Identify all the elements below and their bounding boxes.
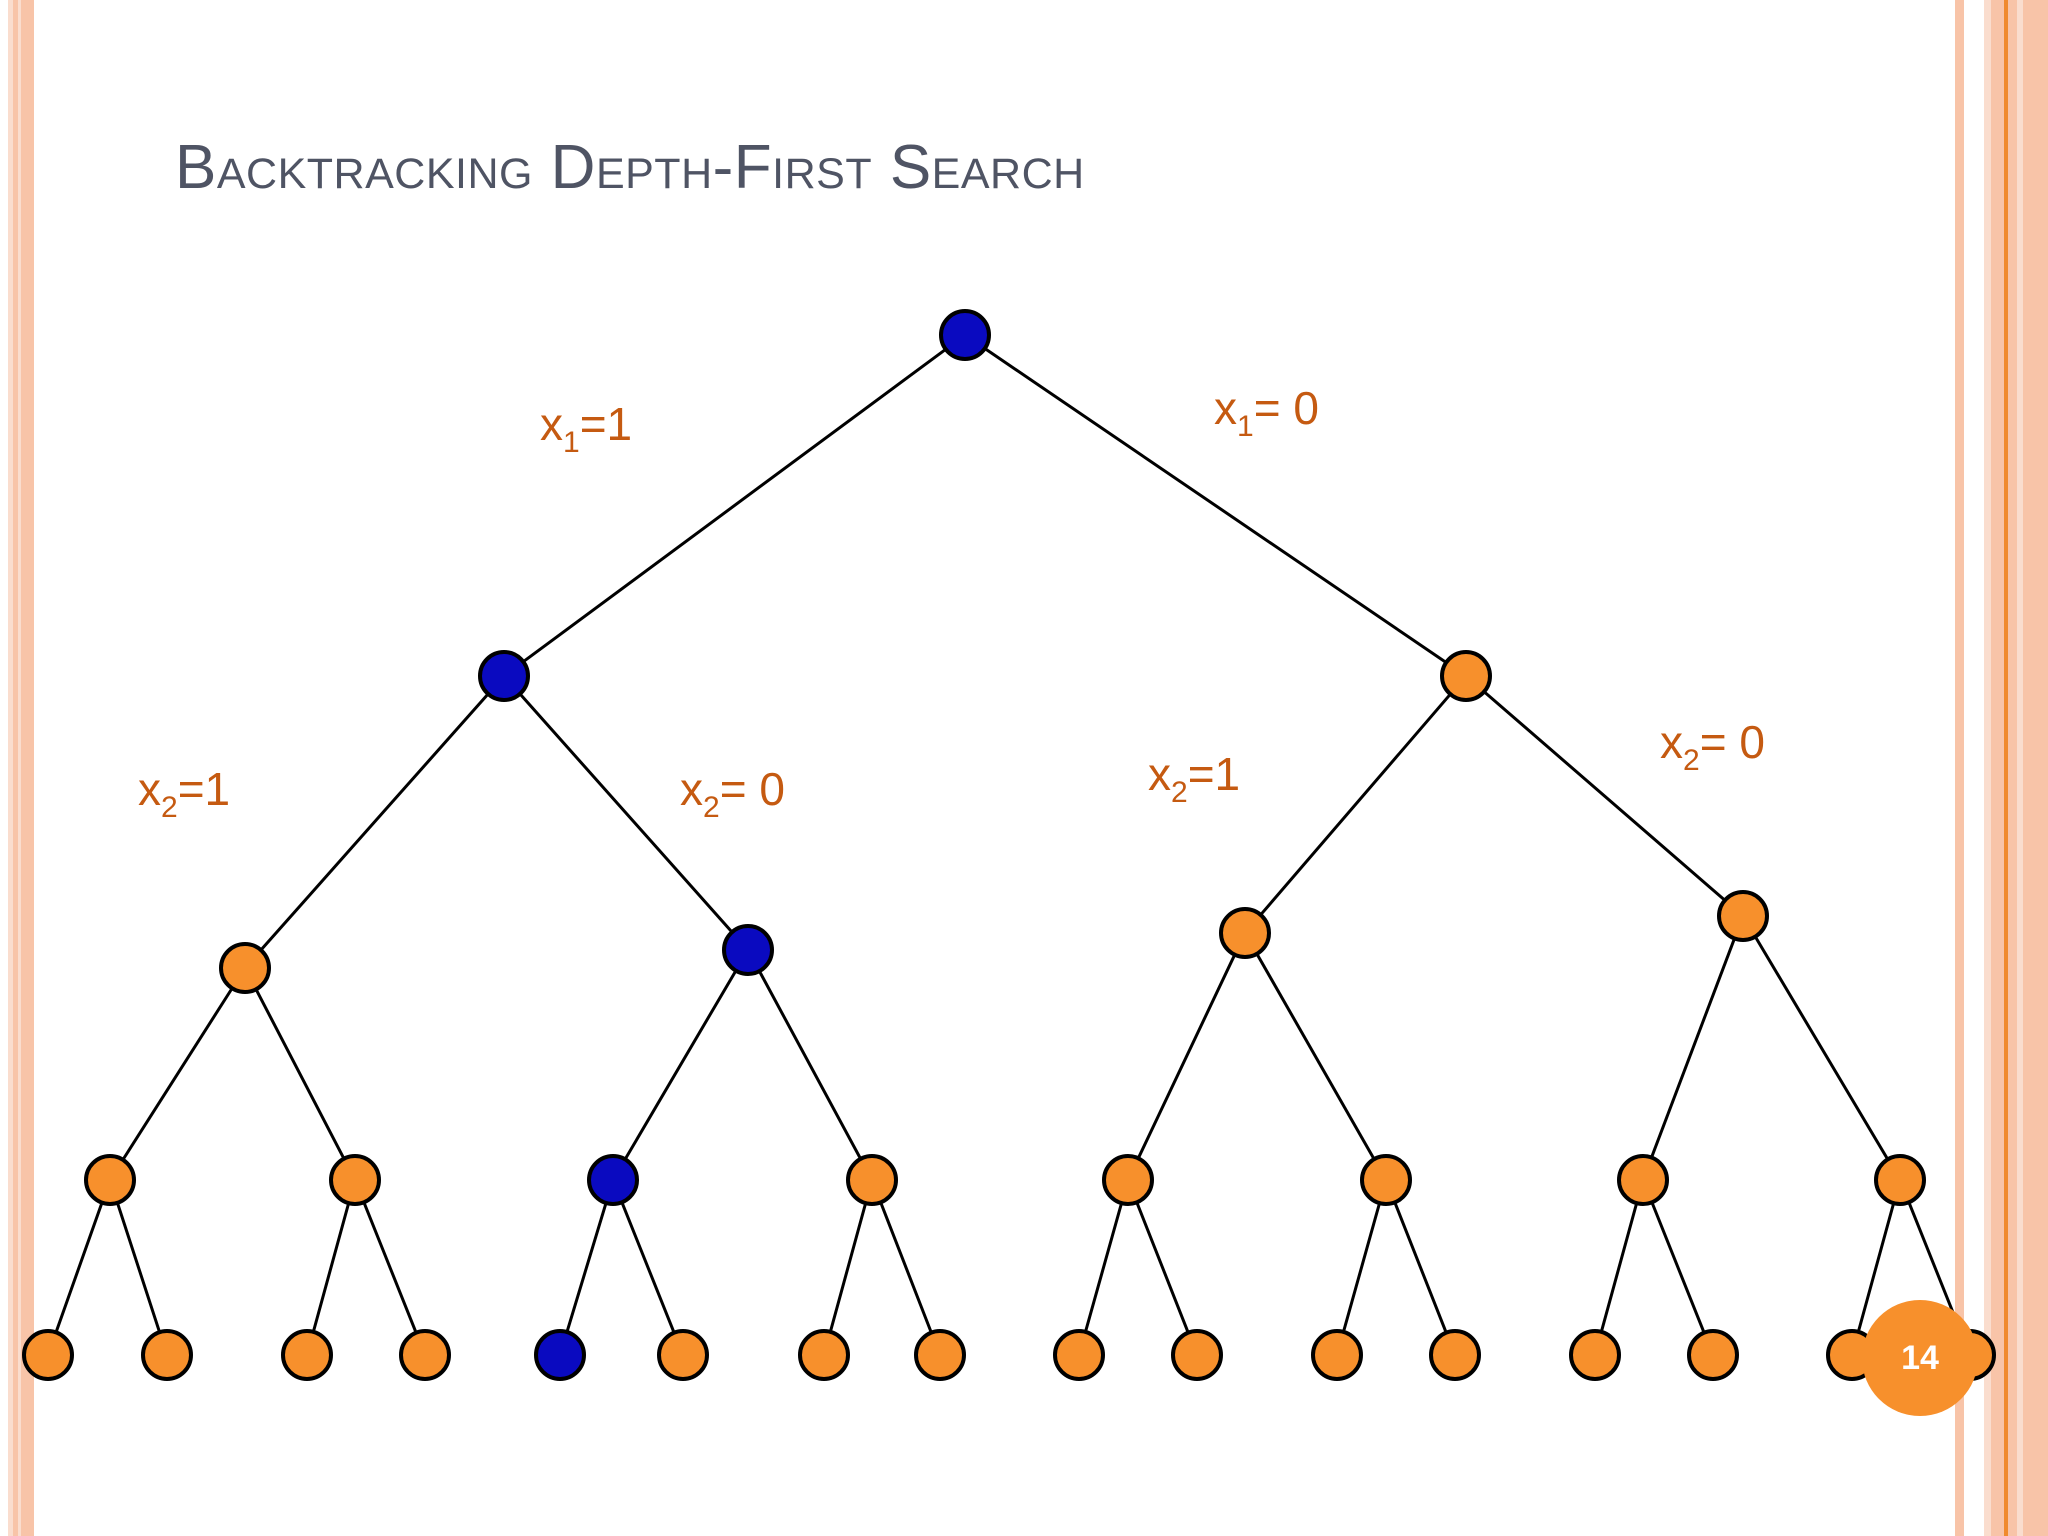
tree-edge <box>362 1201 418 1334</box>
tree-node-unvisited[interactable] <box>22 1329 74 1381</box>
tree-node-unvisited[interactable] <box>1360 1154 1412 1206</box>
edge-label-lbl-x2a-0: x2= 0 <box>680 763 785 824</box>
tree-node-unvisited[interactable] <box>1053 1329 1105 1381</box>
tree-edge-labels-layer: x1=1 x1= 0 x2=1 x2= 0 x2=1 x2= 0 <box>138 382 1765 824</box>
edge-label-lbl-x2b-1: x2=1 <box>1148 748 1240 809</box>
tree-node-unvisited[interactable] <box>1102 1154 1154 1206</box>
tree-edge <box>623 969 738 1161</box>
tree-node-unvisited[interactable] <box>657 1329 709 1381</box>
edge-label-lbl-x2a-1: x2=1 <box>138 763 230 824</box>
tree-node-unvisited[interactable] <box>219 942 271 994</box>
tree-node-unvisited[interactable] <box>281 1329 333 1381</box>
page-title: Backtracking Depth-First Search <box>175 133 1085 202</box>
tree-edge <box>983 347 1448 664</box>
tree-edge <box>1259 693 1452 916</box>
tree-edge <box>620 1201 676 1334</box>
tree-edge <box>116 1202 161 1333</box>
tree-edge <box>1599 1202 1639 1333</box>
tree-node-unvisited[interactable] <box>329 1154 381 1206</box>
tree-node-visited[interactable] <box>722 924 774 976</box>
tree-node-unvisited[interactable] <box>798 1329 850 1381</box>
tree-node-unvisited[interactable] <box>141 1329 193 1381</box>
tree-edge <box>828 1202 868 1333</box>
tree-node-unvisited[interactable] <box>1687 1329 1739 1381</box>
tree-edge <box>1753 935 1890 1161</box>
tree-edge <box>1856 1202 1896 1333</box>
tree-node-unvisited[interactable] <box>1219 907 1271 959</box>
tree-edge <box>254 988 346 1160</box>
tree-node-unvisited[interactable] <box>399 1329 451 1381</box>
tree-node-unvisited[interactable] <box>1717 890 1769 942</box>
tree-node-unvisited[interactable] <box>846 1154 898 1206</box>
edge-label-lbl-x1-1: x1=1 <box>540 398 632 459</box>
tree-edge <box>121 987 234 1161</box>
tree-node-unvisited[interactable] <box>1874 1154 1926 1206</box>
tree-node-unvisited[interactable] <box>1311 1329 1363 1381</box>
tree-nodes-layer <box>22 309 1996 1381</box>
tree-node-unvisited[interactable] <box>914 1329 966 1381</box>
tree-edge <box>1650 937 1736 1159</box>
tree-edge <box>1483 690 1726 902</box>
tree-node-unvisited[interactable] <box>1617 1154 1669 1206</box>
tree-edge <box>1135 1201 1190 1334</box>
tree-node-visited[interactable] <box>534 1329 586 1381</box>
tree-edge <box>565 1202 608 1333</box>
tree-edge <box>1342 1202 1381 1333</box>
tree-edge <box>54 1202 104 1333</box>
tree-edge <box>758 970 862 1160</box>
tree-edge <box>1650 1201 1706 1334</box>
slide-number-badge: 14 <box>1862 1300 1978 1416</box>
tree-node-visited[interactable] <box>478 650 530 702</box>
tree-node-visited[interactable] <box>939 309 991 361</box>
tree-edge <box>518 692 734 934</box>
tree-edge <box>1255 953 1376 1160</box>
tree-node-visited[interactable] <box>587 1154 639 1206</box>
edge-label-lbl-x2b-0: x2= 0 <box>1660 716 1765 777</box>
tree-edges-layer <box>54 347 1963 1334</box>
tree-node-unvisited[interactable] <box>1429 1329 1481 1381</box>
tree-node-unvisited[interactable] <box>1171 1329 1223 1381</box>
tree-edge <box>522 348 947 663</box>
tree-node-unvisited[interactable] <box>1569 1329 1621 1381</box>
tree-node-unvisited[interactable] <box>1440 650 1492 702</box>
edge-label-lbl-x1-0: x1= 0 <box>1214 382 1319 443</box>
tree-edge <box>1084 1202 1123 1333</box>
tree-node-unvisited[interactable] <box>84 1154 136 1206</box>
tree-edge <box>311 1202 351 1333</box>
tree-edge <box>1393 1201 1448 1334</box>
tree-edge <box>259 692 490 952</box>
tree-edge <box>879 1201 933 1334</box>
tree-edge <box>1136 954 1237 1159</box>
